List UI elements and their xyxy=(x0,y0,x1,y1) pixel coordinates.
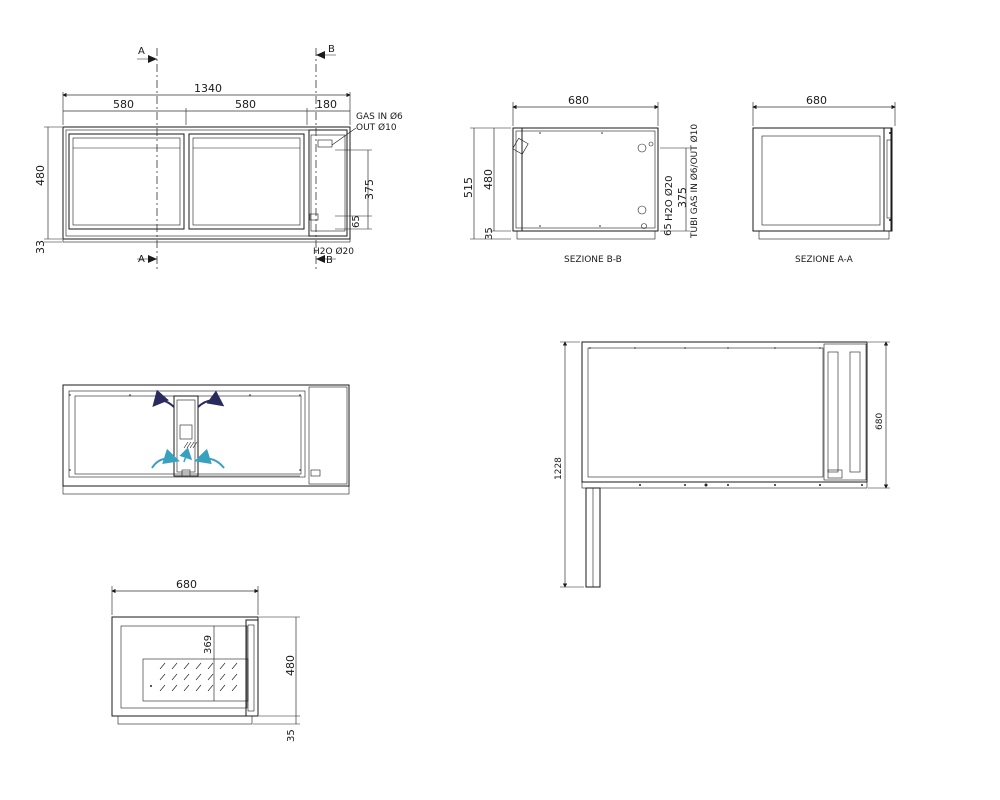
dim-65: 65 xyxy=(351,215,362,228)
section-a-label-bottom: A xyxy=(138,254,145,265)
airflow-out-right-arrow xyxy=(197,390,225,408)
airflow-in-left-arrow xyxy=(151,448,180,469)
top-view: 1228 680 xyxy=(554,341,890,588)
section-b-label-bottom: B xyxy=(326,255,333,266)
airflow-in-right-arrow xyxy=(194,448,225,469)
top-dim-680: 680 xyxy=(875,413,885,430)
bb-tubi-label: TUBI GAS IN Ø6/OUT Ø10 xyxy=(689,124,700,239)
side-view: 680 369 480 35 xyxy=(111,578,300,742)
airflow-in-center-arrow xyxy=(179,447,193,463)
front-view: A A B B 1340 580 580 180 GAS IN Ø6 OUT Ø… xyxy=(34,44,403,270)
section-b-label-top: B xyxy=(328,44,335,55)
airflow-out-left-arrow xyxy=(152,389,175,408)
top-view-holes xyxy=(589,347,863,487)
section-a-label-top: A xyxy=(138,46,145,57)
bb-dim-480: 480 xyxy=(482,169,495,190)
dim-580-left: 580 xyxy=(113,98,134,111)
bb-dim-65: 65 xyxy=(663,223,674,236)
aa-dim-680: 680 xyxy=(806,94,827,107)
vent-marks xyxy=(183,441,198,449)
section-aa-title: SEZIONE A-A xyxy=(795,255,854,265)
dim-375: 375 xyxy=(363,179,376,200)
bb-h2o-label: H2O Ø20 xyxy=(663,175,675,221)
h2o-label: H2O Ø20 xyxy=(313,246,354,257)
bb-dim-375: 375 xyxy=(676,187,689,208)
gas-label: GAS IN Ø6 xyxy=(356,111,403,122)
section-bb-title: SEZIONE B-B xyxy=(564,255,622,265)
perforation-slots xyxy=(150,662,238,692)
dim-33: 33 xyxy=(34,240,47,254)
dim-480: 480 xyxy=(34,165,47,186)
side-dim-480: 480 xyxy=(284,655,297,676)
dim-180: 180 xyxy=(316,98,337,111)
bb-dim-35: 35 xyxy=(484,227,495,240)
dim-580-mid: 580 xyxy=(235,98,256,111)
side-dim-35: 35 xyxy=(286,729,297,742)
gas-label-out: OUT Ø10 xyxy=(356,122,397,133)
section-aa-view: 680 SEZIONE A-A xyxy=(752,94,896,265)
top-dim-1228: 1228 xyxy=(554,457,564,480)
bb-dim-680: 680 xyxy=(568,94,589,107)
side-dim-369: 369 xyxy=(203,635,214,654)
bb-dim-515: 515 xyxy=(462,177,475,198)
dim-total-1340: 1340 xyxy=(194,82,222,95)
airflow-view xyxy=(62,384,350,495)
section-bb-view: 680 515 480 35 H2O Ø20 375 65 TUBI GAS I… xyxy=(462,94,700,265)
side-dim-680: 680 xyxy=(176,578,197,591)
